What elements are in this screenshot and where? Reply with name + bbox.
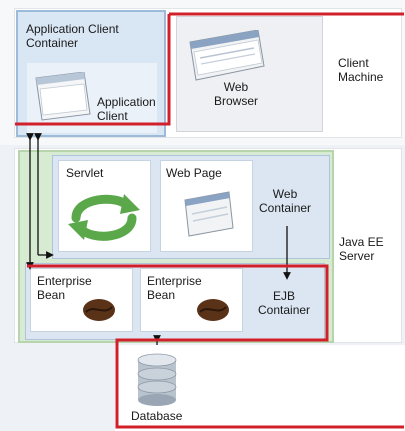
coffee-bean-icon — [83, 299, 115, 321]
servlet-label: Servlet — [66, 166, 104, 180]
enterprise-bean-1 — [30, 268, 133, 332]
application-client-container-label: Application Client Container — [26, 22, 119, 50]
web-browser-icon — [189, 30, 265, 81]
database-label: Database — [131, 409, 183, 423]
web-browser-label: Web Browser — [214, 80, 259, 108]
enterprise-bean-2-label: Enterprise Bean — [147, 274, 202, 302]
web-page-label: Web Page — [166, 166, 222, 180]
database-icon — [137, 353, 177, 406]
application-client-label: Application Client — [97, 95, 156, 123]
enterprise-bean-2 — [140, 268, 243, 332]
client-machine-label: Client Machine — [338, 56, 384, 84]
servlet-cycle-icon — [68, 194, 140, 241]
enterprise-bean-1-label: Enterprise Bean — [37, 274, 92, 302]
coffee-bean-icon — [197, 299, 229, 321]
web-container-label: Web Container — [259, 187, 312, 215]
javaee-server-label: Java EE Server — [339, 235, 384, 263]
web-page-icon — [184, 191, 234, 237]
ejb-container-label: EJB Container — [258, 289, 311, 317]
application-window-icon — [35, 72, 91, 121]
